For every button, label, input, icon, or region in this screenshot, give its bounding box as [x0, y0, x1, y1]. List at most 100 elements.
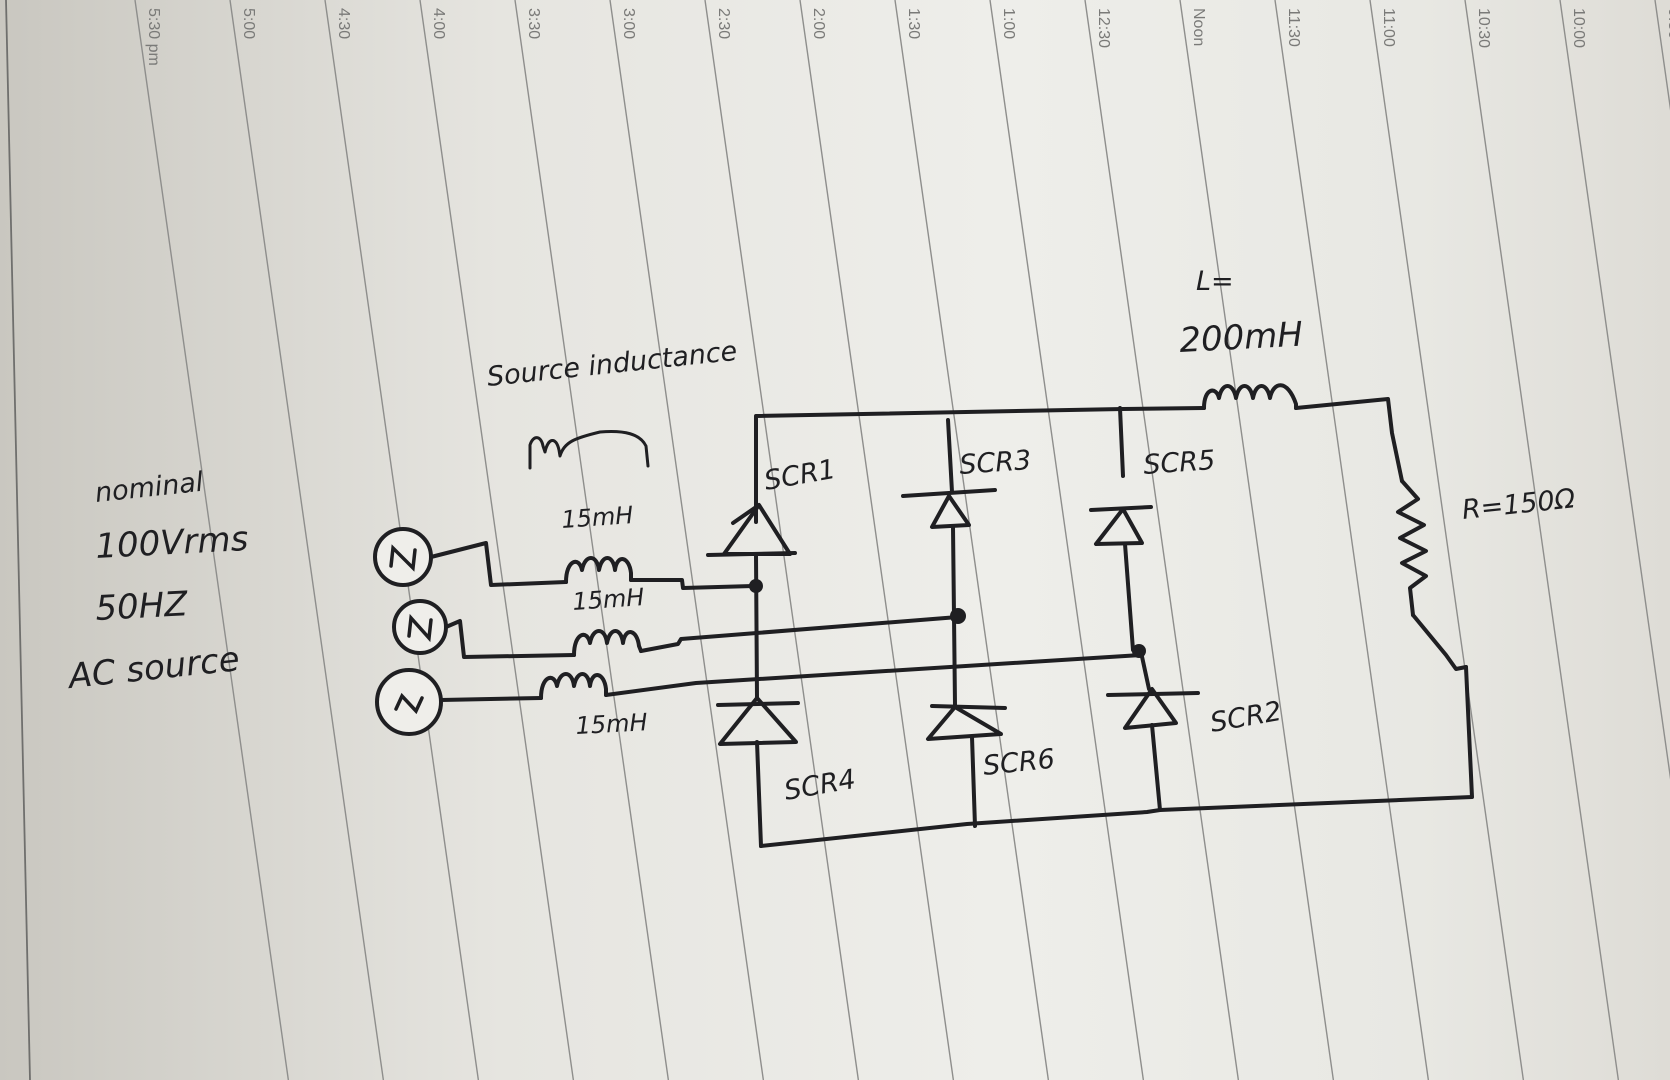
resistor-label: R=150Ω — [1460, 483, 1577, 526]
scr3-top-lead — [946, 418, 954, 494]
source-note: nominal 100Vrms 50HZ AC source — [65, 467, 249, 697]
rule-line — [419, 0, 575, 1080]
phase-c-inductor — [539, 672, 608, 700]
time-label: 1:00 — [1000, 8, 1017, 39]
phase-c-node — [1132, 644, 1146, 658]
phase-c-tail — [604, 653, 1143, 697]
scr3: SCR3 — [901, 445, 1032, 529]
tilde-icon — [389, 544, 417, 572]
inductor-a-label: 15mH — [560, 501, 634, 534]
load-inductor-label-line1: L= — [1196, 266, 1234, 297]
source-inductance-brace — [528, 430, 650, 470]
scr5-label: SCR5 — [1142, 445, 1216, 481]
scr6: SCR6 — [926, 704, 1056, 782]
load-resistor — [1396, 479, 1428, 617]
time-label: 2:00 — [810, 8, 827, 39]
time-label: 3:30 — [525, 8, 542, 39]
source-note-line1: nominal — [93, 467, 205, 509]
leg-c-wire — [1123, 542, 1135, 652]
phase-a-tail — [629, 578, 755, 590]
scr6-bar — [930, 704, 1007, 710]
scr2-label: SCR2 — [1208, 696, 1284, 739]
scr4-bar — [716, 701, 800, 707]
time-label: Noon — [1190, 8, 1207, 46]
source-note-line4: AC source — [65, 639, 242, 697]
time-label: 1:30 — [905, 8, 922, 39]
leg-a-bottom — [755, 740, 763, 848]
ac-source-a — [373, 527, 433, 587]
source-note-line2: 100Vrms — [94, 519, 249, 567]
time-label: 5:30 pm — [145, 8, 162, 66]
ruled-lines — [134, 0, 1670, 1080]
tilde-icon — [407, 613, 433, 643]
rule-line — [229, 0, 385, 1080]
scr2-bar — [1106, 691, 1200, 697]
scr3-label: SCR3 — [958, 445, 1032, 481]
phase-b-node — [950, 608, 966, 624]
rule-line — [1369, 0, 1525, 1080]
time-label: 10:00 — [1570, 8, 1587, 48]
load-inductor — [1202, 383, 1298, 410]
phase-a-inductor — [564, 556, 633, 584]
time-label: 4:00 — [430, 8, 447, 39]
left-margin-line — [5, 0, 31, 1080]
phase-b-lead — [444, 619, 576, 659]
tilde-icon — [394, 692, 424, 715]
phase-c-lead — [439, 696, 543, 702]
time-label: 4:30 — [335, 8, 352, 39]
scr6-label: SCR6 — [981, 744, 1056, 782]
scr6-triangle — [926, 705, 1003, 741]
load-right-wire — [1411, 613, 1468, 671]
rule-line — [1654, 0, 1670, 111]
rule-line — [894, 0, 1050, 1080]
time-label: 10:30 — [1475, 8, 1492, 48]
scr1: SCR1 — [706, 454, 838, 557]
leg-a-wire — [754, 553, 759, 700]
inductor-c-label: 15mH — [575, 708, 648, 740]
load-top-wire — [1294, 397, 1404, 483]
time-label: 11:00 — [1380, 8, 1397, 47]
scr2: SCR2 — [1106, 687, 1284, 739]
source-inductance-label: Source inductance — [485, 336, 738, 393]
phase-a-lead — [429, 541, 568, 587]
rule-line — [609, 0, 765, 1080]
scr5: SCR5 — [1089, 445, 1216, 546]
inductor-b-label: 15mH — [571, 583, 645, 616]
rule-line — [1084, 0, 1240, 1080]
scr3-triangle — [930, 494, 971, 529]
scr1-bar — [706, 551, 797, 557]
phase-a-node — [749, 579, 763, 593]
negative-dc-bus — [759, 665, 1474, 848]
scr5-bar — [1089, 505, 1153, 512]
load-inductor-label-line2: 200mH — [1178, 315, 1304, 361]
time-label: 11:30 — [1285, 8, 1302, 47]
rule-line — [799, 0, 955, 1080]
time-labels: 5:30 pm 5:00 4:30 4:00 3:30 3:00 2:30 2:00 1:30 1… — [145, 8, 1670, 66]
time-label: 3:00 — [620, 8, 637, 39]
time-label: 9:30 — [1665, 8, 1670, 39]
source-note-line3: 50HZ — [94, 584, 189, 629]
scr3-bar — [901, 488, 997, 498]
phase-b-tail — [639, 615, 960, 653]
rule-line — [514, 0, 670, 1080]
time-label: 12:30 — [1095, 8, 1112, 48]
ac-source-b — [392, 599, 448, 655]
leg-c-mid — [1139, 650, 1151, 691]
time-label: 5:00 — [240, 8, 257, 39]
scr5-top-lead — [1118, 406, 1125, 478]
leg-c-bottom — [1150, 723, 1162, 812]
rule-line — [989, 0, 1145, 1080]
scr4: SCR4 — [716, 696, 858, 807]
leg-b-bottom — [970, 735, 977, 828]
rule-line — [1274, 0, 1430, 1080]
rule-line — [134, 0, 290, 1080]
scr4-label: SCR4 — [782, 764, 858, 807]
rule-line — [1559, 0, 1670, 780]
rule-line — [1179, 0, 1335, 1080]
ac-source-c — [375, 668, 443, 736]
time-label: 2:30 — [715, 8, 732, 39]
scr5-triangle — [1094, 507, 1144, 546]
positive-dc-bus — [754, 406, 1206, 524]
